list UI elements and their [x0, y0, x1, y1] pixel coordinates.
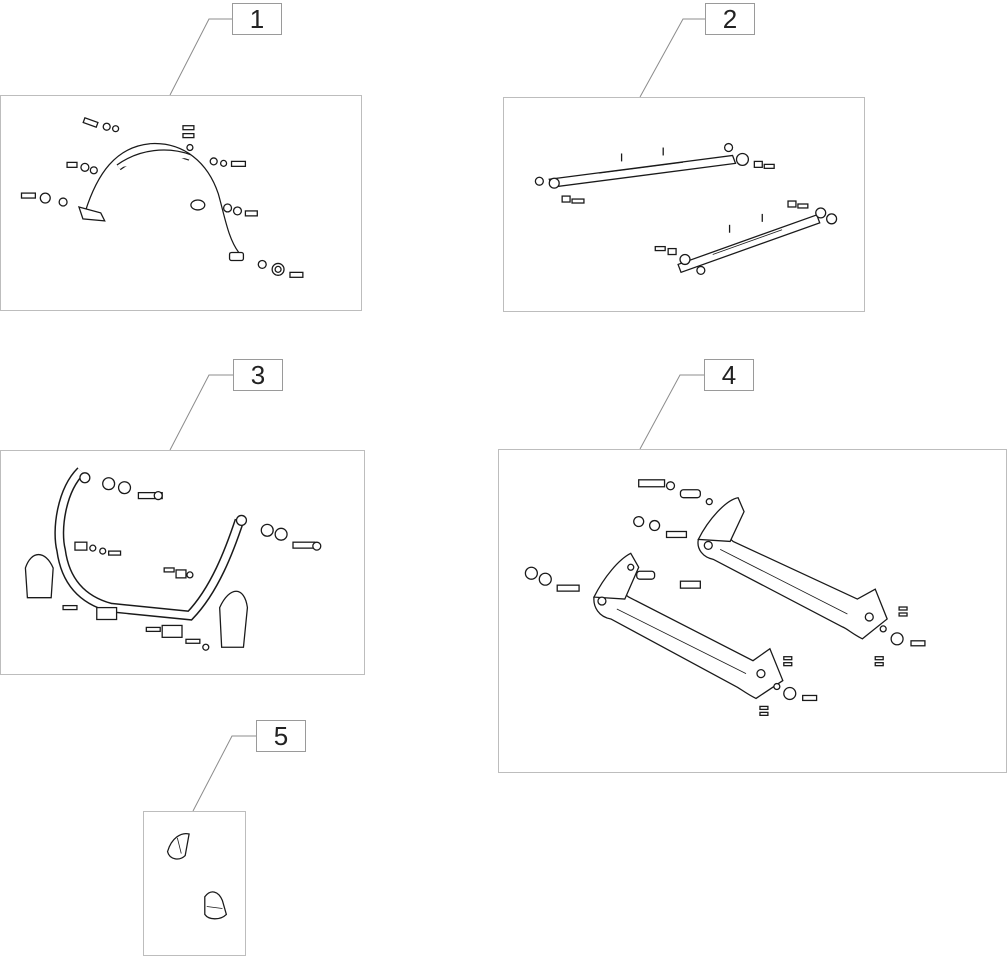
center-stand-illustration [20, 116, 304, 278]
leader-line-5 [192, 735, 256, 812]
callout-2: 2 [705, 3, 755, 35]
side-arms-illustration [524, 479, 926, 716]
leader-line-2 [639, 18, 705, 98]
panel-1-center-stand [0, 95, 362, 311]
panel-5-caps [143, 811, 246, 956]
tie-rods-illustration [534, 142, 838, 275]
callout-3: 3 [233, 359, 283, 391]
leader-line-1 [169, 18, 232, 96]
leader-line-3 [169, 374, 233, 451]
leader-line-4 [639, 374, 704, 450]
callout-4: 4 [704, 359, 754, 391]
front-frame-illustration [24, 467, 322, 651]
callout-1: 1 [232, 3, 282, 35]
panel-3-front-frame [0, 450, 365, 675]
panel-2-tie-rods [503, 97, 865, 312]
caps-illustration [166, 832, 228, 920]
panel-4-side-arms [498, 449, 1007, 773]
callout-5: 5 [256, 720, 306, 752]
